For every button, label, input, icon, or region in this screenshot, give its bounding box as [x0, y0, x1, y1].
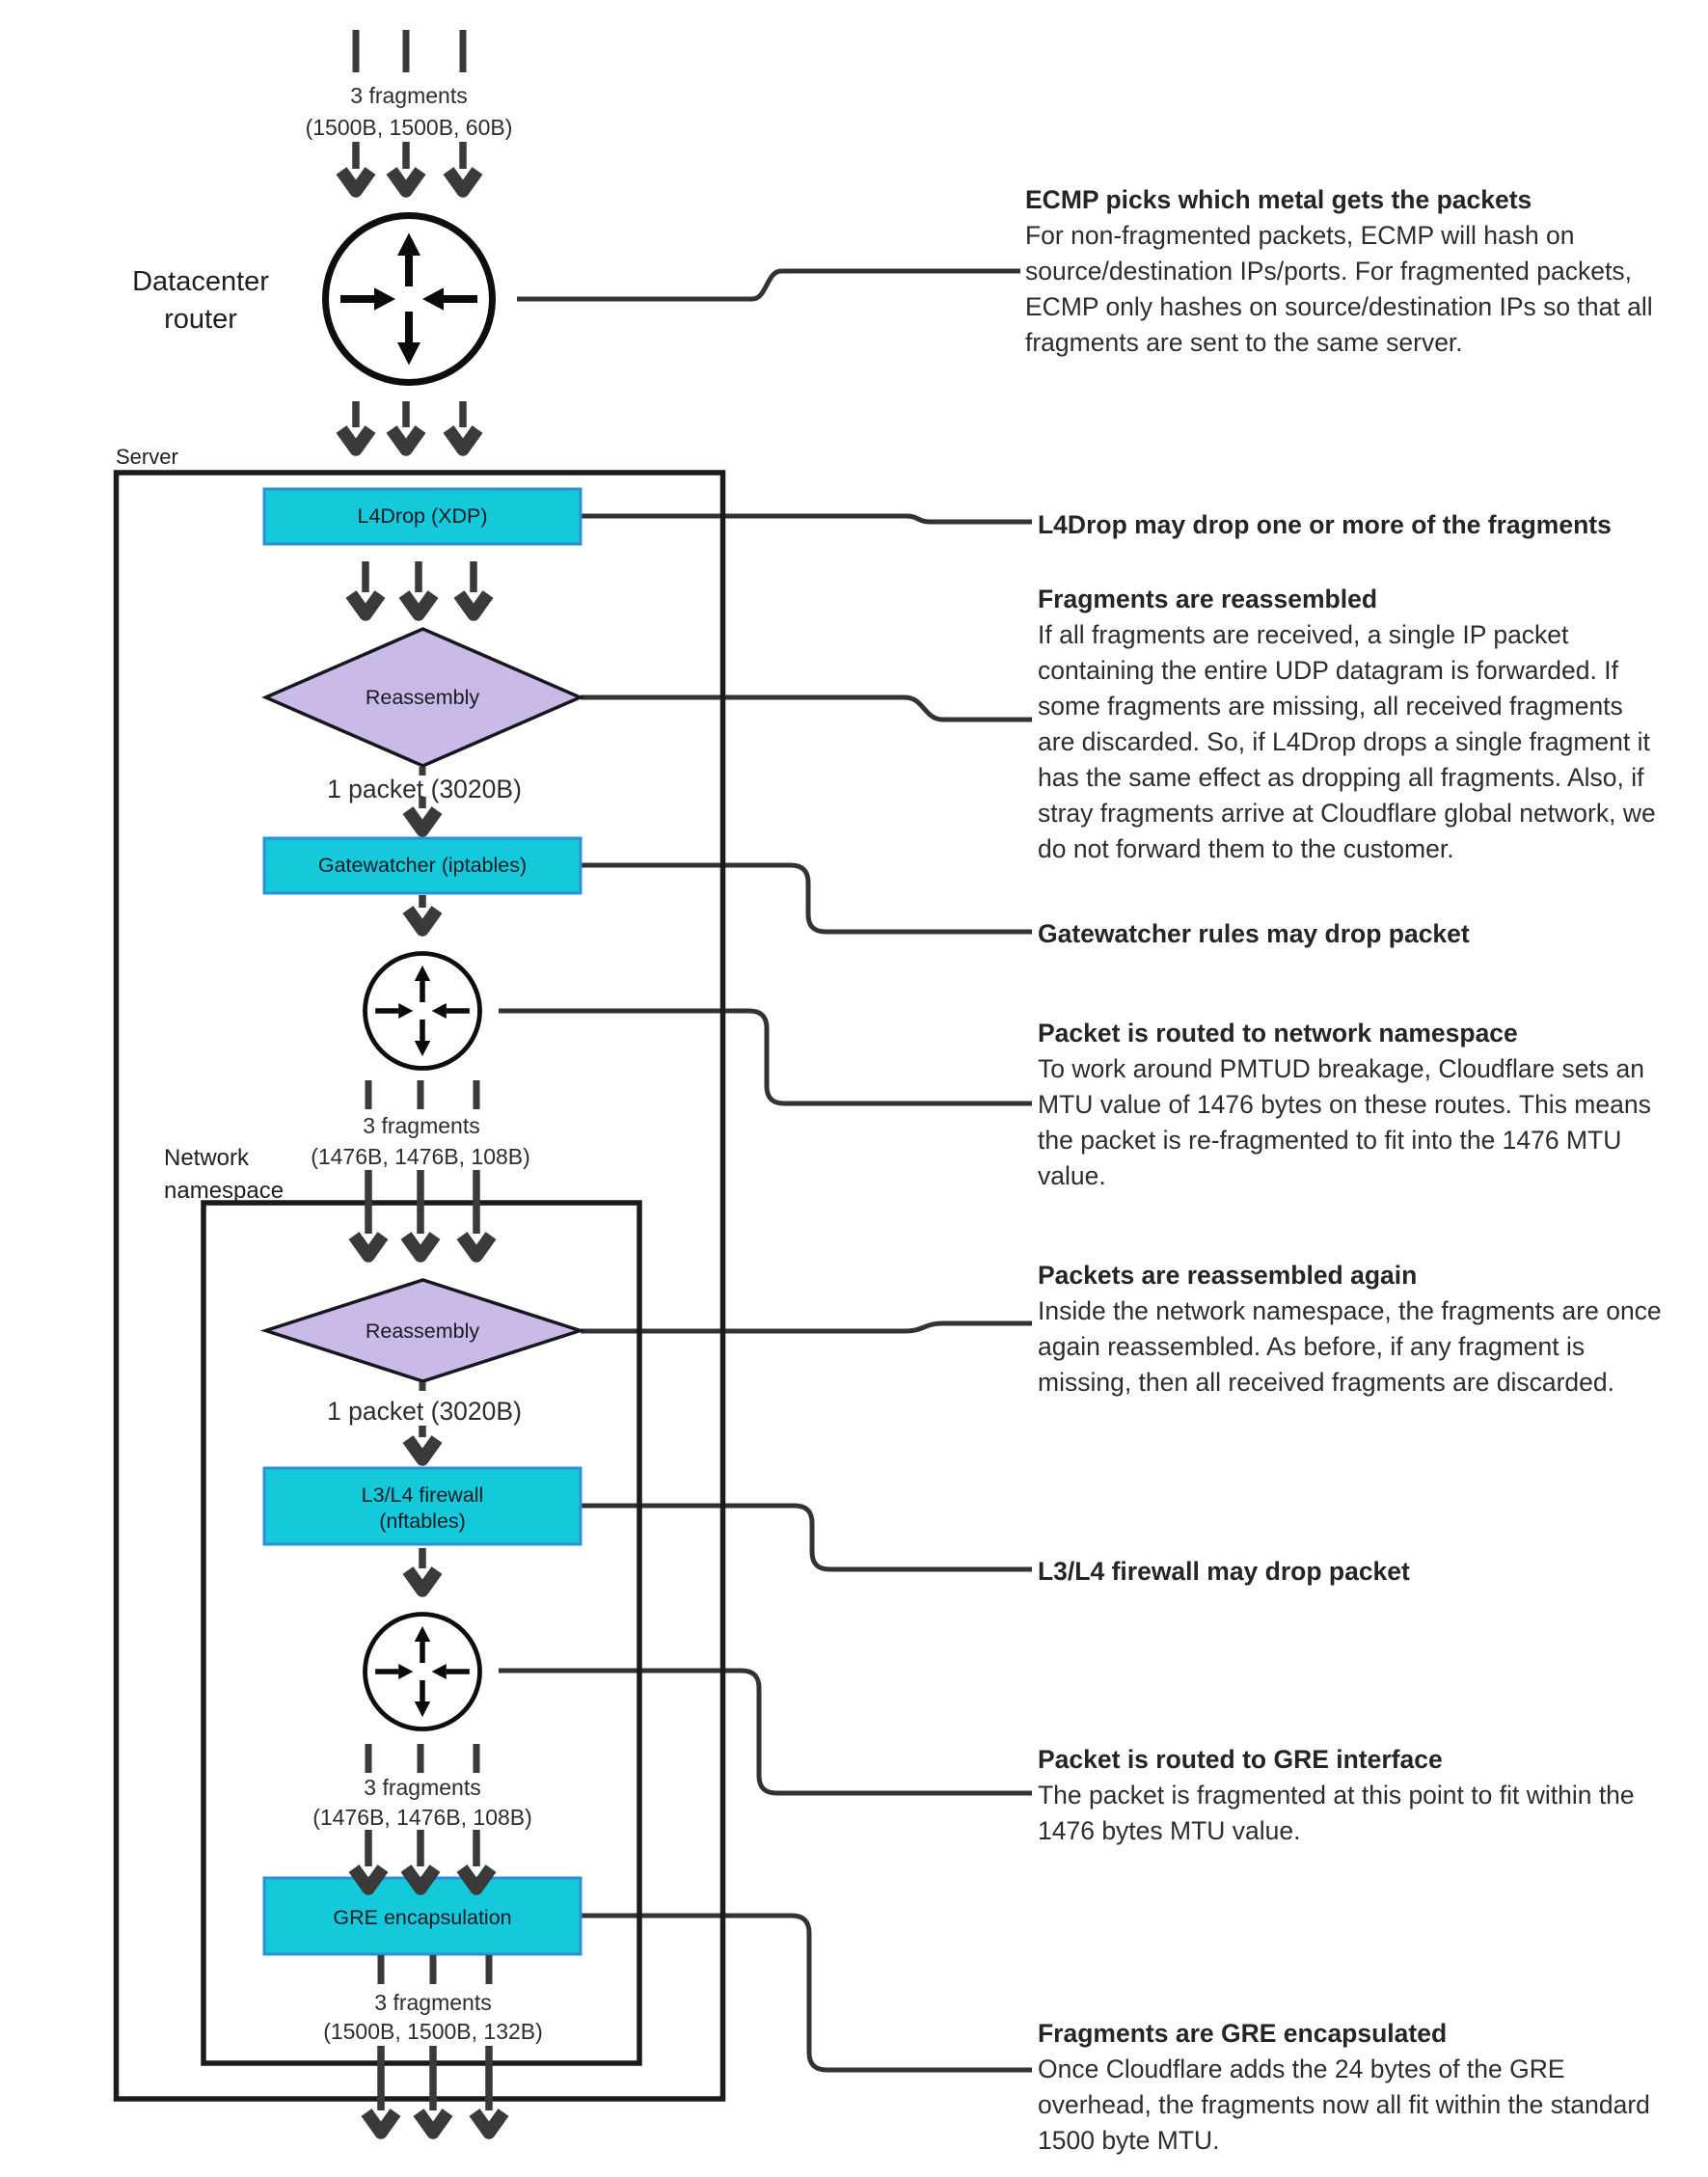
svg-text:ECMP picks which metal gets th: ECMP picks which metal gets the packets	[1025, 185, 1532, 214]
svg-text:some fragments are missing, al: some fragments are missing, all received…	[1038, 692, 1623, 721]
svg-text:(1476B, 1476B, 108B): (1476B, 1476B, 108B)	[311, 1144, 530, 1169]
svg-text:To work around PMTUD breakage,: To work around PMTUD breakage, Cloudflar…	[1038, 1054, 1644, 1083]
svg-text:are discarded. So, if L4Drop d: are discarded. So, if L4Drop drops a sin…	[1038, 727, 1650, 756]
svg-text:1 packet (3020B): 1 packet (3020B)	[327, 1397, 522, 1426]
svg-text:Fragments are GRE encapsulated: Fragments are GRE encapsulated	[1038, 2019, 1447, 2048]
svg-text:Packet is routed to network na: Packet is routed to network namespace	[1038, 1019, 1518, 1048]
svg-text:L4Drop may drop one or more of: L4Drop may drop one or more of the fragm…	[1038, 510, 1612, 539]
svg-text:(nftables): (nftables)	[379, 1510, 466, 1533]
svg-text:Inside the network namespace,: Inside the network namespace, the fragme…	[1038, 1296, 1662, 1325]
svg-text:(1500B, 1500B, 132B): (1500B, 1500B, 132B)	[323, 2019, 543, 2044]
svg-text:1500 byte MTU.: 1500 byte MTU.	[1038, 2126, 1220, 2155]
svg-text:Network: Network	[164, 1145, 250, 1171]
svg-text:3 fragments: 3 fragments	[374, 1990, 491, 2015]
svg-text:Packets are reassembled again: Packets are reassembled again	[1038, 1261, 1417, 1290]
svg-text:Fragments are reassembled: Fragments are reassembled	[1038, 585, 1377, 613]
svg-text:Once Cloudflare adds the 24 by: Once Cloudflare adds the 24 bytes of the…	[1038, 2055, 1565, 2083]
svg-text:(1476B, 1476B, 108B): (1476B, 1476B, 108B)	[312, 1805, 532, 1830]
svg-text:3 fragments: 3 fragments	[364, 1775, 480, 1800]
svg-text:1 packet (3020B): 1 packet (3020B)	[327, 775, 522, 803]
svg-text:containing the entire UDP data: containing the entire UDP datagram is fo…	[1038, 656, 1619, 685]
svg-text:MTU value of 1476 bytes on the: MTU value of 1476 bytes on these routes.…	[1038, 1090, 1651, 1119]
svg-text:do not forward them to the cus: do not forward them to the customer.	[1038, 834, 1454, 863]
svg-text:GRE encapsulation: GRE encapsulation	[333, 1906, 511, 1929]
svg-text:Server: Server	[116, 445, 178, 469]
svg-text:stray fragments arrive at Clou: stray fragments arrive at Cloudflare glo…	[1038, 799, 1656, 828]
svg-text:(1500B, 1500B, 60B): (1500B, 1500B, 60B)	[306, 115, 513, 140]
svg-text:Gatewatcher rules may drop pac: Gatewatcher rules may drop packet	[1038, 919, 1470, 948]
svg-text:ECMP only hashes on source/des: ECMP only hashes on source/destination I…	[1025, 292, 1653, 321]
svg-text:1476 bytes MTU value.: 1476 bytes MTU value.	[1038, 1816, 1301, 1845]
svg-text:Packet is routed to GRE interf: Packet is routed to GRE interface	[1038, 1745, 1443, 1774]
svg-text:For non-fragmented packets, EC: For non-fragmented packets, ECMP will ha…	[1025, 221, 1575, 250]
svg-text:3 fragments: 3 fragments	[350, 83, 467, 108]
svg-text:Gatewatcher (iptables): Gatewatcher (iptables)	[318, 854, 527, 877]
svg-text:router: router	[164, 304, 237, 335]
svg-text:again reassembled. As before,: again reassembled. As before, if any fra…	[1038, 1332, 1585, 1361]
svg-text:has the same effect as droppin: has the same effect as dropping all frag…	[1038, 763, 1644, 792]
svg-text:If all fragments are received,: If all fragments are received, a single …	[1038, 620, 1569, 649]
svg-text:namespace: namespace	[164, 1178, 284, 1204]
svg-text:Datacenter: Datacenter	[132, 266, 269, 297]
svg-text:Reassembly: Reassembly	[366, 1320, 480, 1343]
svg-text:source/destination IPs/ports.: source/destination IPs/ports. For fragme…	[1025, 257, 1632, 286]
svg-text:L3/L4 firewall may drop packet: L3/L4 firewall may drop packet	[1038, 1557, 1410, 1586]
svg-text:the packet is re-fragmented to: the packet is re-fragmented to fit into …	[1038, 1126, 1621, 1155]
svg-text:3 fragments: 3 fragments	[363, 1113, 479, 1138]
svg-text:L4Drop (XDP): L4Drop (XDP)	[357, 504, 487, 528]
svg-text:fragments are sent to the same: fragments are sent to the same server.	[1025, 328, 1463, 357]
svg-text:value.: value.	[1038, 1161, 1106, 1190]
svg-text:L3/L4 firewall: L3/L4 firewall	[362, 1483, 484, 1507]
svg-text:missing, then all received fra: missing, then all received fragments are…	[1038, 1368, 1614, 1397]
svg-text:overhead, the fragments now al: overhead, the fragments now all fit with…	[1038, 2090, 1650, 2119]
svg-text:The packet is fragmented at th: The packet is fragmented at this point t…	[1038, 1781, 1635, 1810]
svg-text:Reassembly: Reassembly	[366, 686, 480, 709]
